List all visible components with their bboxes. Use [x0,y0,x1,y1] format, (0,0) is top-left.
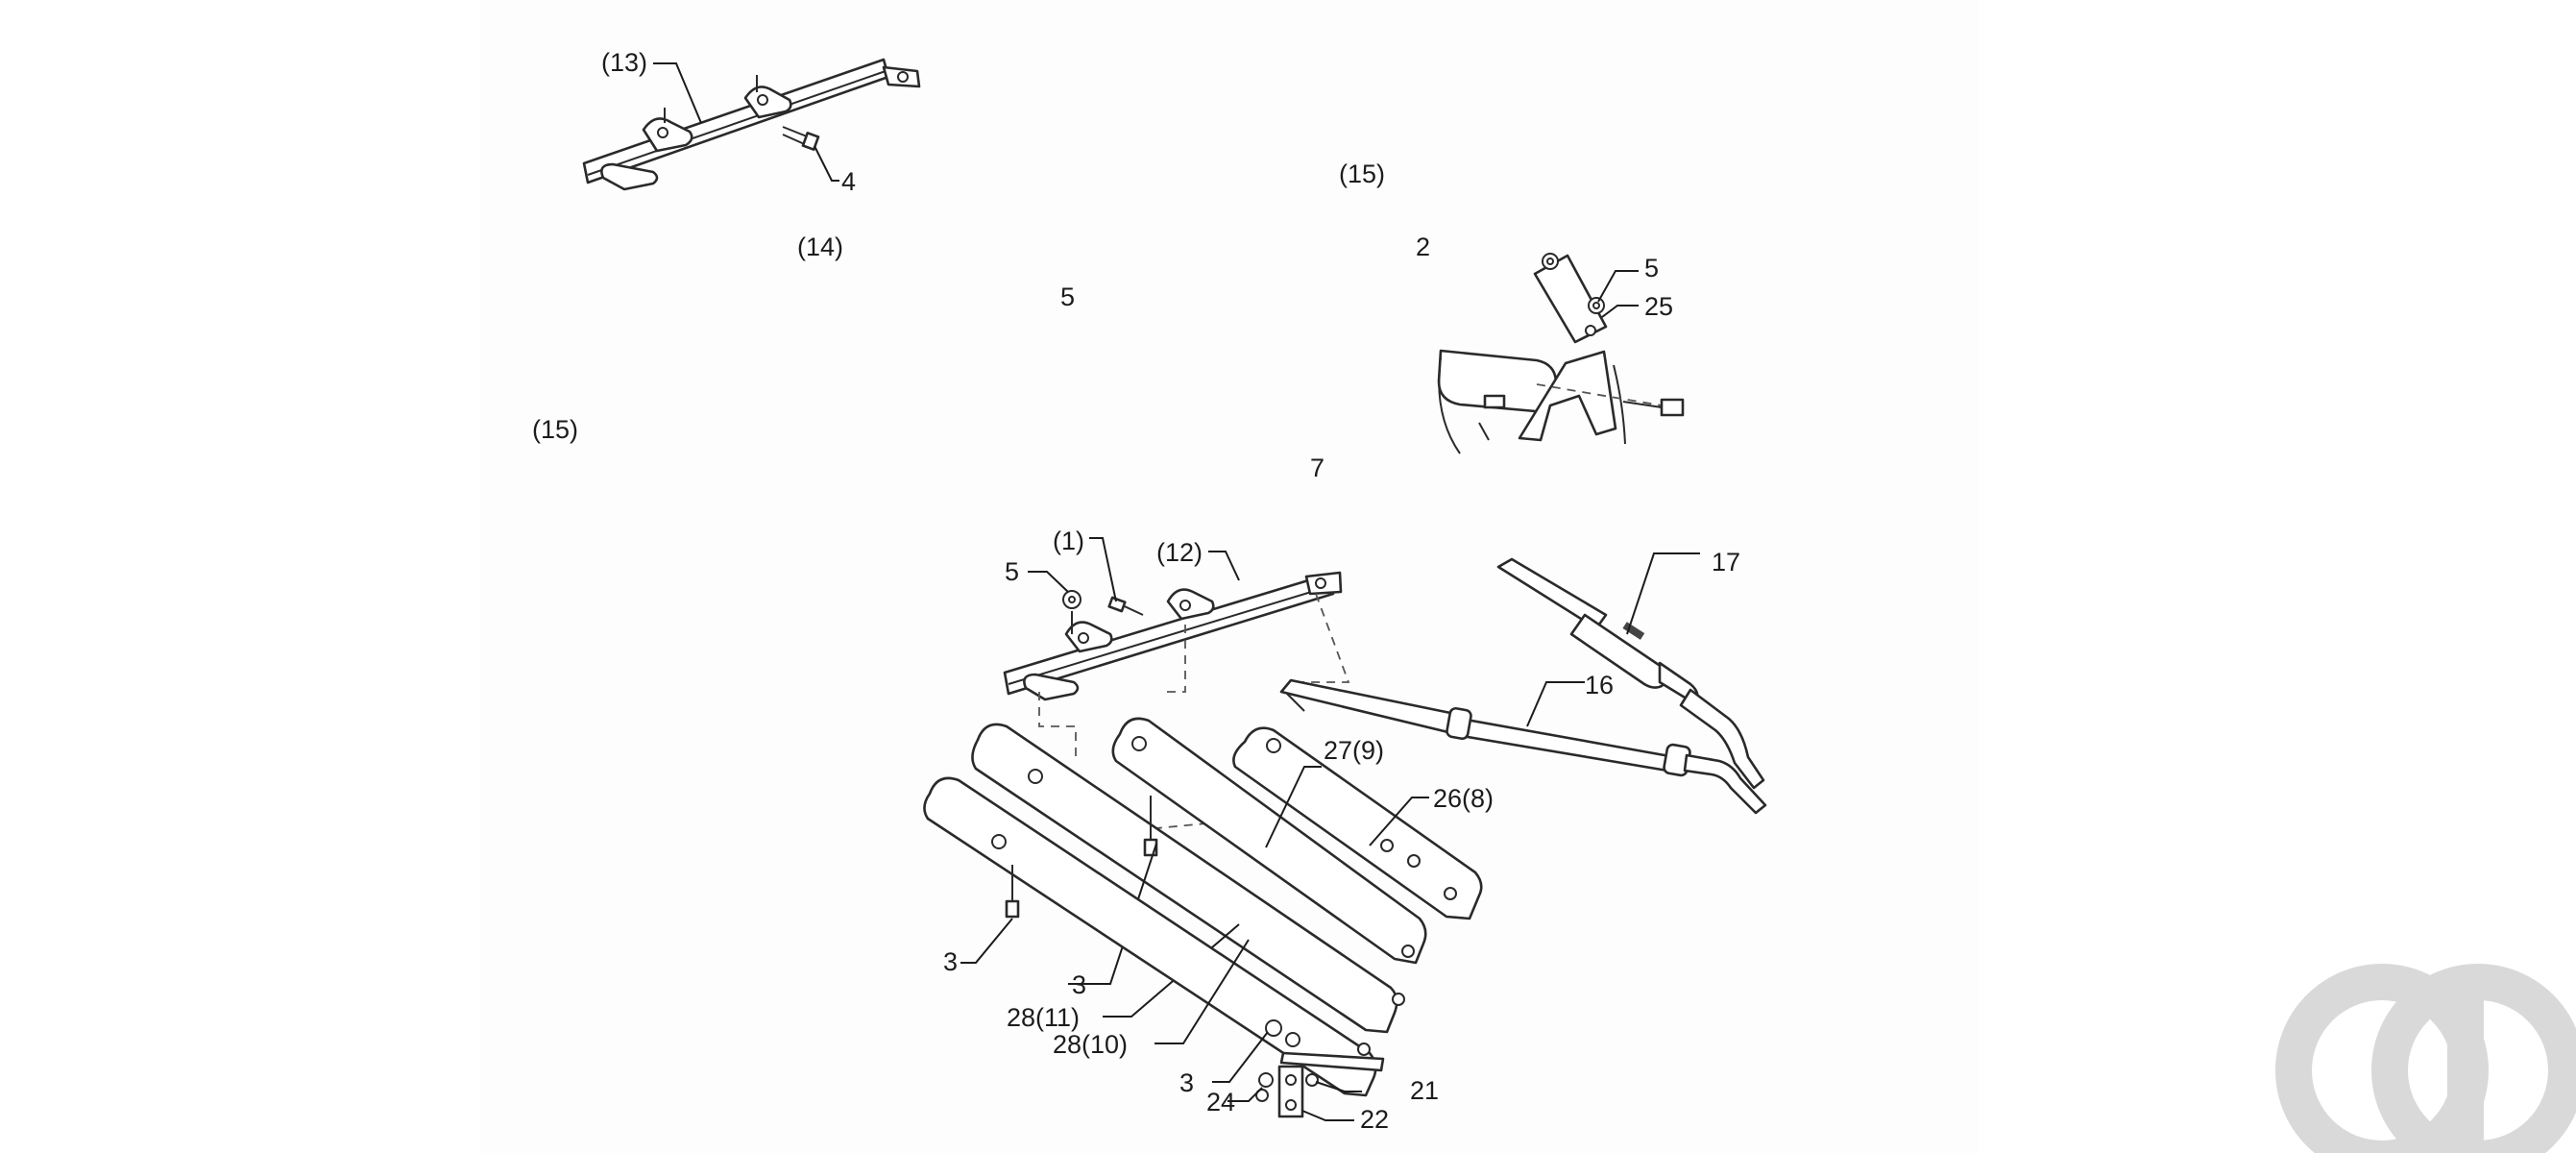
callout-26-8: 26(8) [1433,784,1494,813]
arm-26-body [1232,726,1483,920]
tie-rod-17 [1496,552,1765,790]
callout-3-left: 3 [943,947,958,976]
bottom-hardware [1212,1019,1385,1121]
callout-5-top-right: 5 [1644,254,1659,282]
callout-1: (1) [1053,527,1084,555]
bolt-3-left [1005,899,1020,919]
tie-rod-17-tail [1679,688,1765,790]
callout-28-11: 28(11) [1007,1003,1080,1032]
plate-21 [1279,1051,1385,1072]
callout-15-left: (15) [532,415,578,444]
side-bracket [1518,350,1617,442]
arm-27 [1111,717,1427,965]
tie-rod-16-end [1279,678,1462,736]
callout-25: 25 [1644,292,1673,321]
callout-24: 24 [1206,1088,1235,1116]
arm-28-11 [971,723,1405,1034]
callout-14: (14) [797,233,843,261]
washer-24 [1258,1072,1274,1088]
callout-5-middle: 5 [1005,557,1019,586]
tie-rod-16 [1279,678,1767,815]
callout-labels: (13) 4 (14) (15) 2 5 25 5 (15) 7 (1) (12… [532,48,1740,1134]
callout-3-middle: 3 [1072,970,1086,999]
nut-3-bottom [1265,1019,1282,1037]
bolt-4 [801,132,820,151]
hook-12-left [1023,673,1080,701]
callout-3-bottom: 3 [1179,1068,1194,1097]
callout-7: 7 [1310,454,1324,482]
callout-28-10: 28(10) [1053,1030,1128,1059]
crossbar-13 [582,58,890,184]
pin-small [1483,394,1506,409]
tie-rod-16-body [1448,715,1683,774]
callout-27-9: 27(9) [1324,736,1384,765]
callout-5-center: 5 [1060,282,1075,311]
bolt-side [1660,398,1685,417]
callout-17: 17 [1712,548,1740,576]
tie-rod-17-marking [1622,622,1645,640]
callout-4: 4 [841,167,856,196]
hook-left [600,162,659,191]
ao-logo-icon [2275,964,2576,1153]
top-left-bar-assembly [582,58,921,191]
callout-12: (12) [1156,538,1203,567]
crossbar-12 [1003,573,1335,696]
bolt-1 [1107,596,1127,613]
tie-rod-16-tail [1683,753,1767,815]
callout-16: 16 [1585,671,1614,699]
bracket-right [743,86,792,119]
callout-21: 21 [1410,1076,1439,1105]
top-right-frame-detail [1437,253,1685,454]
tie-rod-17-end [1496,557,1608,630]
callout-13: (13) [601,48,647,77]
middle-crossbar-assembly [1003,537,1350,837]
callout-15-top: (15) [1339,159,1385,188]
arm-26 [1232,726,1483,920]
tie-rod-16-collar-a [1446,706,1472,741]
callout-22: 22 [1360,1105,1389,1134]
callout-2: 2 [1416,233,1430,261]
